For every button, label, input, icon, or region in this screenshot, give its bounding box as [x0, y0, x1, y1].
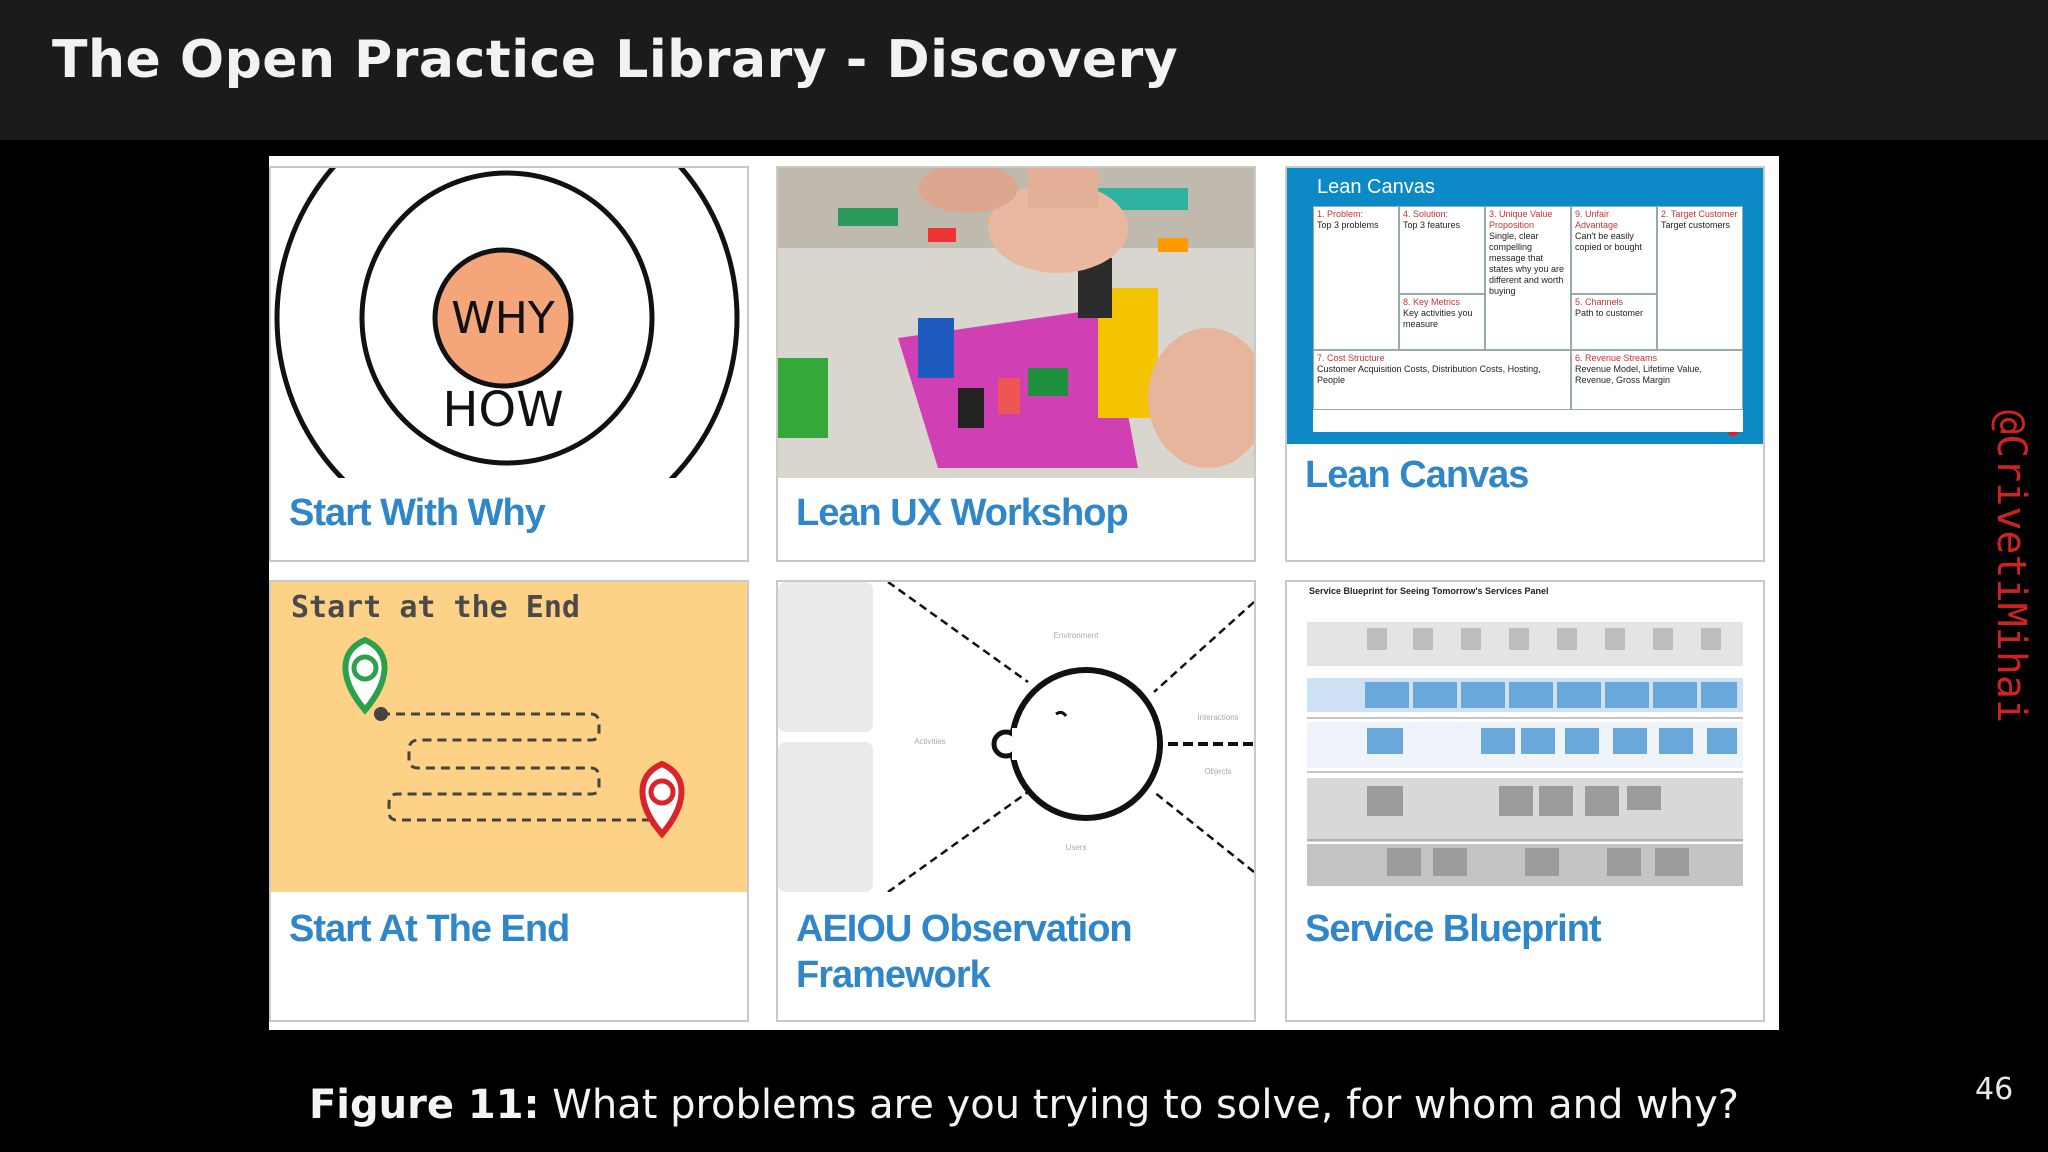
- watermark-text: @CrivetiMihai: [1988, 410, 2034, 724]
- author-watermark: @CrivetiMihai: [1988, 410, 2034, 750]
- aeiou-label-activities: Activities: [914, 737, 946, 746]
- start-at-end-image: Start at the End: [271, 582, 747, 892]
- aeiou-label-objects: Objects: [1204, 767, 1231, 776]
- aeiou-diagram: Environment Interactions Activities Obje…: [778, 582, 1254, 892]
- card-title-line-2[interactable]: Framework: [796, 954, 991, 996]
- caption-label: Figure 11:: [308, 1082, 540, 1128]
- card-start-at-the-end[interactable]: Start at the End Start At The End: [269, 580, 749, 1022]
- slide-header: The Open Practice Library - Discovery: [0, 0, 2048, 140]
- canvas-cell-problem: 1. Problem:Top 3 problems: [1313, 206, 1399, 350]
- card-title[interactable]: Start With Why: [289, 492, 546, 534]
- how-text: HOW: [442, 382, 563, 438]
- aeiou-label-interactions: Interactions: [1197, 713, 1238, 722]
- aeiou-label-environment: Environment: [1054, 631, 1100, 640]
- practice-grid-panel: WHY HOW Start With Why: [269, 156, 1779, 1030]
- card-start-with-why[interactable]: WHY HOW Start With Why: [269, 166, 749, 562]
- canvas-cell-solution: 4. Solution:Top 3 features: [1399, 206, 1485, 294]
- card-service-blueprint[interactable]: Service Blueprint for Seeing Tomorrow's …: [1285, 580, 1765, 1022]
- card-title[interactable]: Lean UX Workshop: [796, 492, 1129, 534]
- card-lean-canvas[interactable]: Lean Canvas 1. Problem:Top 3 problems 4.…: [1285, 166, 1765, 562]
- card-title-line-1[interactable]: AEIOU Observation: [796, 908, 1133, 950]
- lean-canvas-heading: Lean Canvas: [1317, 176, 1435, 198]
- lean-canvas-grid: 1. Problem:Top 3 problems 4. Solution:To…: [1313, 206, 1743, 432]
- figure-caption: Figure 11: What problems are you trying …: [0, 1082, 2048, 1128]
- caption-text: What problems are you trying to solve, f…: [552, 1082, 1740, 1128]
- lego-workshop-photo: [778, 168, 1254, 478]
- aeiou-label-users: Users: [1066, 843, 1087, 852]
- card-title[interactable]: Lean Canvas: [1305, 454, 1529, 496]
- blueprint-heading: Service Blueprint for Seeing Tomorrow's …: [1309, 586, 1549, 596]
- slide-title: The Open Practice Library - Discovery: [52, 30, 1179, 90]
- why-text: WHY: [451, 293, 555, 344]
- card-title[interactable]: Start At The End: [289, 908, 570, 950]
- card-title[interactable]: Service Blueprint: [1305, 908, 1602, 950]
- service-blueprint-image: Service Blueprint for Seeing Tomorrow's …: [1287, 582, 1763, 892]
- lean-canvas-image: Lean Canvas 1. Problem:Top 3 problems 4.…: [1287, 168, 1763, 444]
- start-with-why-image: WHY HOW: [271, 168, 747, 478]
- card-aeiou-framework[interactable]: Environment Interactions Activities Obje…: [776, 580, 1256, 1022]
- card-lean-ux-workshop[interactable]: Lean UX Workshop: [776, 166, 1256, 562]
- start-at-end-heading: Start at the End: [291, 590, 580, 625]
- page-number: 46: [1975, 1072, 2014, 1107]
